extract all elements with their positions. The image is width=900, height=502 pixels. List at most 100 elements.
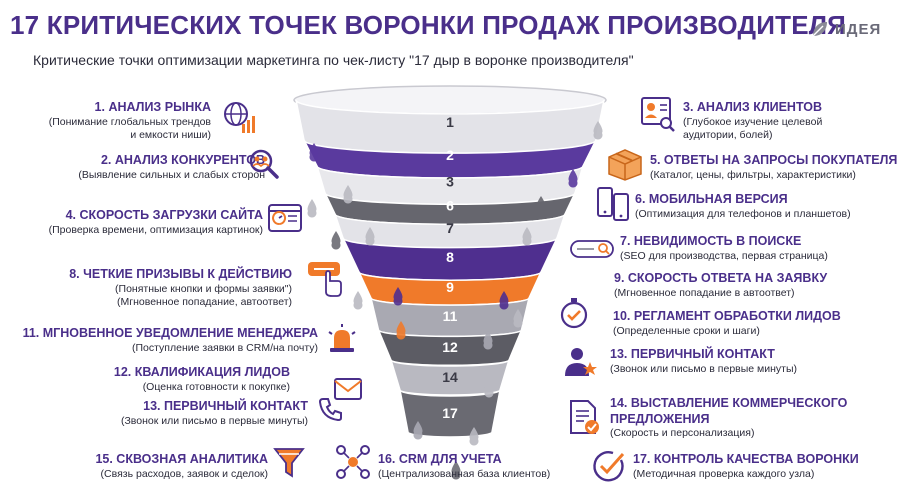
item-title: 17. КОНТРОЛЬ КАЧЕСТВА ВОРОНКИ: [633, 452, 859, 466]
item-desc: (Мгновенное попадание в автоответ): [614, 286, 795, 299]
funnel-stage-label: 12: [442, 339, 458, 355]
leak-drop-icon: [353, 291, 363, 310]
item-title: 6. МОБИЛЬНАЯ ВЕРСИЯ: [635, 192, 788, 206]
item-end-to-end-analytics: 15. СКВОЗНАЯ АНАЛИТИКА (Связь расходов, …: [95, 452, 268, 481]
item-title: 13. ПЕРВИЧНЫЙ КОНТАКТ: [143, 399, 308, 413]
funnel-stage-label: 17: [442, 405, 458, 421]
item-title: 2. АНАЛИЗ КОНКУРЕНТОВ: [100, 153, 265, 167]
item-title: 5. ОТВЕТЫ НА ЗАПРОСЫ ПОКУПАТЕЛЯ: [650, 153, 898, 167]
item-client-analysis: 3. АНАЛИЗ КЛИЕНТОВ (Глубокое изучение це…: [683, 100, 822, 142]
item-title: 3. АНАЛИЗ КЛИЕНТОВ: [683, 100, 823, 114]
item-title: 9. СКОРОСТЬ ОТВЕТА НА ЗАЯВКУ: [614, 271, 828, 285]
item-title: 10. РЕГЛАМЕНТ ОБРАБОТКИ ЛИДОВ: [613, 309, 841, 323]
item-desc: (Скорость и персонализация): [610, 427, 755, 440]
client-profile-icon: [641, 97, 675, 132]
leak-drop-icon: [365, 227, 375, 246]
leak-drop-icon: [469, 427, 479, 446]
item-title: 8. ЧЕТКИЕ ПРИЗЫВЫ К ДЕЙСТВИЮ: [69, 267, 292, 281]
leak-drop-icon: [413, 421, 423, 440]
item-desc: (Поступление заявки в CRM/на почту): [132, 341, 318, 354]
item-call-to-action: 8. ЧЕТКИЕ ПРИЗЫВЫ К ДЕЙСТВИЮ (Понятные к…: [69, 267, 292, 309]
funnel-stage-label: 11: [443, 308, 458, 324]
person-star-icon: [565, 348, 597, 376]
item-desc: (Каталог, цены, фильтры, характеристики): [650, 168, 856, 181]
quality-check-icon: [593, 451, 625, 482]
item-title: 12. КВАЛИФИКАЦИЯ ЛИДОВ: [113, 365, 290, 379]
item-lead-qualification: 12. КВАЛИФИКАЦИЯ ЛИДОВ (Оценка готовност…: [114, 365, 290, 394]
item-title: 16. CRM ДЛЯ УЧЕТА: [378, 452, 502, 466]
funnel-stage-label: 3: [446, 174, 454, 190]
item-desc: (Выявление сильных и слабых сторон: [78, 168, 265, 181]
item-desc: (Звонок или письмо в первые минуты): [610, 362, 798, 375]
funnel-stage-label: 7: [446, 220, 454, 236]
box-icon: [608, 149, 642, 181]
funnel-band: [399, 389, 501, 438]
item-desc: (SEO для производства, первая страница): [620, 249, 828, 262]
item-lead-processing: 10. РЕГЛАМЕНТ ОБРАБОТКИ ЛИДОВ (Определен…: [613, 309, 841, 338]
item-search-visibility: 7. НЕВИДИМОСТЬ В ПОИСКЕ (SEO для произво…: [620, 234, 828, 263]
item-funnel-quality: 17. КОНТРОЛЬ КАЧЕСТВА ВОРОНКИ (Методична…: [633, 452, 859, 481]
leaf-icon: [812, 22, 827, 37]
leak-drop-icon: [343, 185, 353, 204]
funnel-stage-label: 2: [446, 147, 454, 163]
competitors-magnifier-icon: [249, 149, 279, 179]
item-title: 11. МГНОВЕННОЕ УВЕДОМЛЕНИЕ МЕНЕДЖЕРА: [22, 326, 318, 340]
item-desc: (Оценка готовности к покупке): [142, 380, 290, 393]
funnel-stage-label: 8: [446, 249, 454, 265]
item-desc: (Методичная проверка каждого узла): [633, 467, 815, 480]
item-desc: аудитории, болей): [683, 128, 773, 141]
leak-drop-icon: [309, 143, 319, 162]
leak-drop-icon: [513, 309, 523, 328]
page-subtitle: Критические точки оптимизации маркетинга…: [33, 52, 634, 68]
item-manager-notification: 11. МГНОВЕННОЕ УВЕДОМЛЕНИЕ МЕНЕДЖЕРА (По…: [23, 326, 318, 355]
leak-drop-icon: [593, 121, 603, 140]
item-title: 14. ВЫСТАВЛЕНИЕ КОММЕРЧЕСКОГО: [610, 396, 848, 410]
leak-drop-icon: [536, 196, 546, 215]
item-desc: (Звонок или письмо в первые минуты): [120, 414, 308, 427]
phone-icon: [318, 398, 342, 422]
funnel-stage-label: 1: [446, 114, 454, 130]
item-crm: 16. CRM ДЛЯ УЧЕТА (Централизованная база…: [378, 452, 550, 481]
crm-network-icon: [336, 445, 370, 479]
item-commercial-offer: 14. ВЫСТАВЛЕНИЕ КОММЕРЧЕСКОГО ПРЕДЛОЖЕНИ…: [610, 396, 847, 440]
browser-speed-icon: [268, 204, 302, 232]
item-first-contact-right: 13. ПЕРВИЧНЫЙ КОНТАКТ (Звонок или письмо…: [610, 347, 797, 376]
logo-text: ИДЕЯ: [835, 20, 882, 38]
click-button-icon: [308, 262, 342, 297]
item-title: 4. СКОРОСТЬ ЗАГРУЗКИ САЙТА: [65, 208, 263, 222]
funnel-stage-label: 9: [446, 279, 454, 295]
search-bar-icon: [570, 240, 614, 258]
leak-drop-icon: [484, 379, 494, 398]
item-desc: (Глубокое изучение целевой: [683, 115, 823, 128]
funnel-band: [390, 359, 510, 396]
commercial-offer-icon: [570, 400, 599, 434]
globe-chart-icon: [224, 102, 255, 133]
leak-drop-icon: [568, 169, 578, 188]
leak-drop-icon: [307, 199, 317, 218]
item-title: 15. СКВОЗНАЯ АНАЛИТИКА: [95, 452, 268, 466]
item-first-contact-left: 13. ПЕРВИЧНЫЙ КОНТАКТ (Звонок или письмо…: [121, 399, 308, 428]
item-desc: (Определенные сроки и шаги): [613, 324, 760, 337]
brand-logo: ИДЕЯ: [810, 19, 881, 39]
item-site-speed: 4. СКОРОСТЬ ЗАГРУЗКИ САЙТА (Проверка вре…: [49, 208, 263, 237]
page-title: 17 КРИТИЧЕСКИХ ТОЧЕК ВОРОНКИ ПРОДАЖ ПРОИ…: [10, 10, 847, 40]
item-market-analysis: 1. АНАЛИЗ РЫНКА (Понимание глобальных тр…: [49, 100, 211, 142]
mobile-devices-icon: [597, 187, 629, 221]
item-title: 7. НЕВИДИМОСТЬ В ПОИСКЕ: [620, 234, 802, 248]
alarm-bell-icon: [328, 324, 356, 352]
item-title: 1. АНАЛИЗ РЫНКА: [94, 100, 211, 114]
item-competitor-analysis: 2. АНАЛИЗ КОНКУРЕНТОВ (Выявление сильных…: [78, 153, 265, 182]
item-desc: (Оптимизация для телефонов и планшетов): [635, 207, 851, 220]
leak-drop-icon: [331, 231, 341, 250]
item-buyer-answers: 5. ОТВЕТЫ НА ЗАПРОСЫ ПОКУПАТЕЛЯ (Каталог…: [650, 153, 897, 182]
analytics-funnel-icon: [273, 448, 305, 478]
item-desc: (Понятные кнопки и формы заявки"): [115, 282, 292, 295]
item-desc: и емкости ниши): [130, 128, 211, 141]
item-desc: (Централизованная база клиентов): [378, 467, 551, 480]
leak-drop-icon: [393, 287, 403, 306]
leak-drop-icon: [483, 331, 493, 350]
item-desc: (Связь расходов, заявок и сделок): [100, 467, 268, 480]
item-mobile-version: 6. МОБИЛЬНАЯ ВЕРСИЯ (Оптимизация для тел…: [635, 192, 851, 221]
item-title-line2: ПРЕДЛОЖЕНИЯ: [610, 411, 710, 426]
